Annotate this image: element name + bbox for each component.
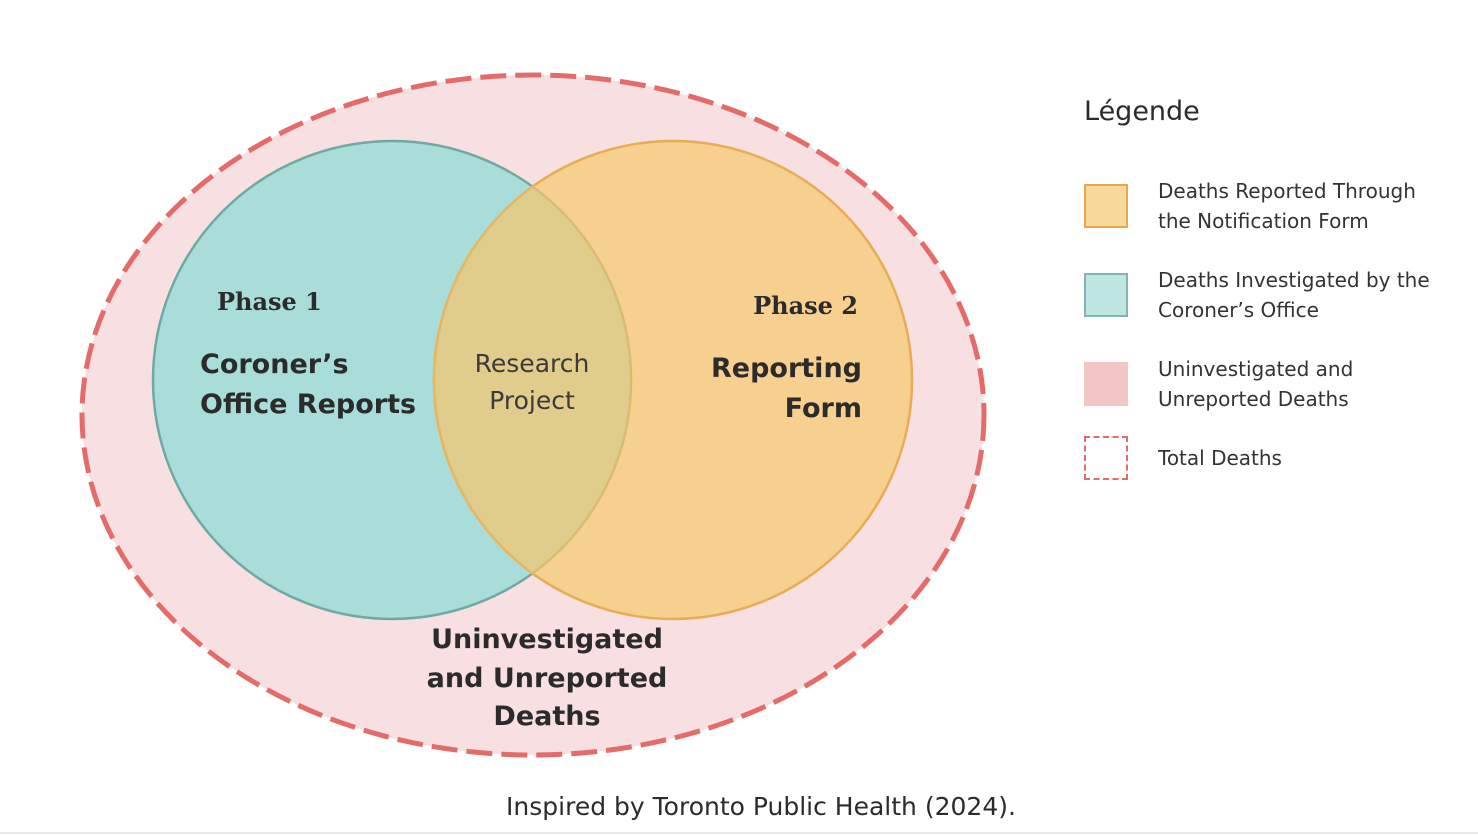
source-caption: Inspired by Toronto Public Health (2024)… (506, 792, 1016, 821)
venn-diagram: Phase 1 Coroner’s Office Reports Researc… (79, 72, 987, 758)
legend-item-line: Total Deaths (1158, 446, 1282, 470)
legend-item-line: Uninvestigated and (1158, 356, 1354, 381)
legend-item-line: Deaths Reported Through (1158, 178, 1416, 203)
phase2-title-line1: Reporting (711, 353, 862, 384)
legend-item-label: Uninvestigated and Unreported Deaths (1158, 354, 1458, 414)
legend-swatch-pink (1084, 361, 1128, 406)
legend-item-line: Unreported Deaths (1158, 386, 1349, 411)
outer-label-line1: Uninvestigated (431, 624, 663, 655)
legend-item-label: Deaths Investigated by the Coroner’s Off… (1158, 265, 1458, 325)
legend-item-line: the Notification Form (1158, 208, 1369, 233)
legend-item-investigated: Deaths Investigated by the Coroner’s Off… (1084, 250, 1474, 339)
research-project-overlap (434, 141, 631, 619)
phase2-title-line2: Form (785, 393, 862, 424)
phase1-title-line1: Coroner’s (200, 349, 349, 380)
phase1-title-line2: Office Reports (200, 389, 416, 420)
legend-item-label: Deaths Reported Through the Notification… (1158, 176, 1458, 236)
phase2-label: Phase 2 (753, 291, 858, 320)
legend-item-line: Deaths Investigated by the (1158, 267, 1430, 292)
legend-item-label: Total Deaths (1158, 443, 1458, 473)
legend: Légende Deaths Reported Through the Noti… (1084, 96, 1474, 488)
overlap-label-line2: Project (489, 386, 575, 415)
legend-swatch-orange (1084, 183, 1128, 228)
overlap-teal-outline (432, 141, 631, 619)
legend-item-uninvestigated: Uninvestigated and Unreported Deaths (1084, 339, 1474, 428)
legend-swatch-dashed (1084, 436, 1128, 480)
legend-title: Légende (1084, 96, 1200, 127)
bottom-divider (0, 832, 1478, 834)
phase1-label: Phase 1 (217, 287, 322, 316)
legend-item-line: Coroner’s Office (1158, 297, 1319, 322)
legend-item-reported: Deaths Reported Through the Notification… (1084, 161, 1474, 250)
legend-item-total: Total Deaths (1084, 428, 1474, 488)
overlap-label-line1: Research (475, 349, 590, 378)
outer-label-line3: Deaths (493, 701, 600, 732)
overlap-teal-arc (531, 185, 633, 575)
legend-swatch-teal (1084, 272, 1128, 317)
outer-label-line2: and Unreported (427, 663, 668, 694)
